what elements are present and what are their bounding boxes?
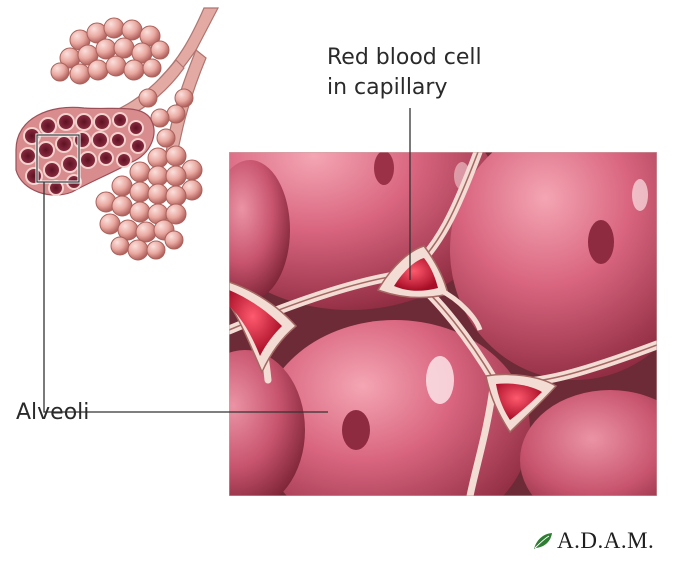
red-blood-cell-label: Red blood cell in capillary [327, 43, 482, 103]
adam-logo: A.D.A.M. [532, 528, 654, 554]
leaf-icon [532, 531, 554, 551]
red-blood-cell-label-line1: Red blood cell [327, 43, 482, 73]
alveoli-label: Alveoli [16, 398, 89, 428]
red-blood-cell-label-line2: in capillary [327, 73, 482, 103]
alveolar-cluster [16, 8, 218, 260]
magnified-alveoli-panel [185, 90, 678, 540]
brand-name: A.D.A.M. [557, 528, 654, 554]
sectioned-alveoli [16, 107, 154, 195]
